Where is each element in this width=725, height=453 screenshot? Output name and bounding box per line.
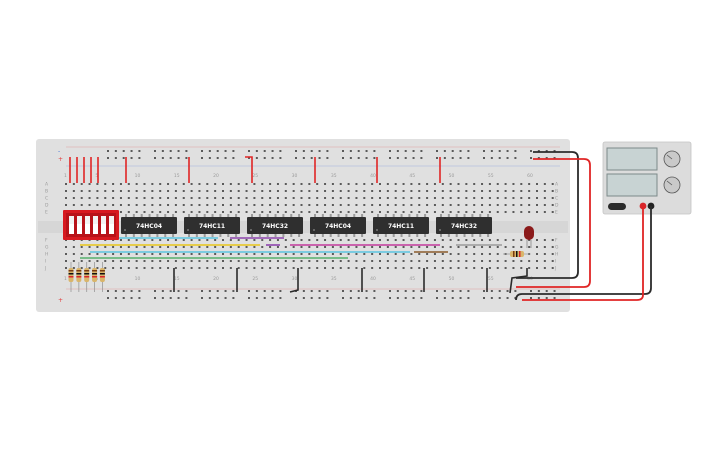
rail-minus-sign-top: - — [58, 148, 60, 155]
power-wires[interactable] — [515, 151, 652, 301]
column-number: 40 — [370, 276, 376, 282]
column-number: 1 — [64, 276, 67, 282]
row-letter: C — [45, 196, 48, 202]
resistor-led[interactable] — [503, 251, 530, 257]
column-number: 35 — [331, 173, 337, 179]
column-number: 20 — [213, 276, 219, 282]
column-number: 15 — [174, 276, 180, 282]
column-number: 10 — [135, 173, 141, 179]
column-number: 55 — [488, 276, 494, 282]
row-letter: G — [555, 245, 559, 251]
resistor[interactable] — [68, 262, 74, 292]
ic-chip[interactable]: 74HC32 — [436, 214, 492, 237]
column-number: 15 — [174, 173, 180, 179]
column-number: 25 — [252, 276, 258, 282]
breadboard-holes[interactable] — [65, 150, 556, 299]
power-switch[interactable] — [608, 203, 626, 210]
chip-label: 74HC32 — [451, 223, 477, 230]
row-letter: H — [45, 252, 48, 258]
ic-chip[interactable]: 74HC04 — [121, 214, 177, 237]
rail-plus-sign-bottom: + — [58, 297, 63, 304]
ic-chip[interactable]: 74HC11 — [373, 214, 429, 237]
row-letter: J — [554, 266, 556, 272]
chip-label: 74HC04 — [325, 223, 351, 230]
top-power-jumpers[interactable] — [69, 156, 441, 183]
chip-label: 74HC04 — [136, 223, 162, 230]
column-number: 20 — [213, 173, 219, 179]
dip-toggle[interactable] — [77, 216, 82, 234]
power-supply[interactable] — [602, 141, 692, 215]
row-letter: E — [555, 210, 558, 216]
chip-label: 74HC11 — [388, 223, 414, 230]
row-letter: I — [555, 259, 556, 265]
column-number: 30 — [292, 276, 298, 282]
row-letter: H — [555, 252, 558, 258]
column-number: 25 — [252, 173, 258, 179]
column-number: 5 — [95, 173, 98, 179]
column-number: 55 — [488, 173, 494, 179]
resistor[interactable] — [84, 262, 90, 292]
ic-chip[interactable]: 74HC32 — [247, 214, 303, 237]
resistor[interactable] — [76, 262, 82, 292]
resistor[interactable] — [99, 262, 105, 292]
row-letter: B — [45, 189, 48, 195]
column-number: 60 — [527, 173, 533, 179]
dip-toggle[interactable] — [101, 216, 106, 234]
pulldown-resistors[interactable] — [68, 262, 105, 292]
column-number: 10 — [135, 276, 141, 282]
row-letter: E — [45, 210, 48, 216]
column-number: 50 — [449, 276, 455, 282]
row-letter: B — [555, 189, 558, 195]
row-letter: J — [44, 266, 46, 272]
row-letter: A — [555, 182, 559, 188]
voltage-display — [606, 147, 658, 171]
row-letter: F — [555, 238, 558, 244]
signal-jumpers[interactable] — [80, 237, 502, 259]
current-display — [606, 173, 658, 197]
dip-switch[interactable] — [63, 210, 119, 240]
ic-chip[interactable]: 74HC11 — [184, 214, 240, 237]
dip-toggle[interactable] — [109, 216, 114, 234]
column-number: 30 — [292, 173, 298, 179]
dip-toggle[interactable] — [93, 216, 98, 234]
column-number: 1 — [64, 173, 67, 179]
column-number: 45 — [409, 276, 415, 282]
column-number: 35 — [331, 276, 337, 282]
led[interactable] — [524, 226, 534, 248]
chip-label: 74HC32 — [262, 223, 288, 230]
row-letter: A — [45, 182, 49, 188]
resistor[interactable] — [92, 262, 98, 292]
row-letter: D — [555, 203, 559, 209]
row-letter: I — [45, 259, 46, 265]
dip-toggle[interactable] — [69, 216, 74, 234]
rail-plus-sign-top: + — [58, 156, 63, 163]
dip-toggle[interactable] — [85, 216, 90, 234]
chip-label: 74HC11 — [199, 223, 225, 230]
column-number: 40 — [370, 173, 376, 179]
column-number: 60 — [527, 276, 533, 282]
column-number: 50 — [449, 173, 455, 179]
ic-chips[interactable]: 74HC04 74HC11 74HC32 74HC04 74HC11 74HC32 — [121, 214, 492, 237]
bottom-ground-jumpers[interactable] — [173, 268, 528, 294]
row-letter: D — [45, 203, 49, 209]
row-letter: C — [555, 196, 558, 202]
row-letter: G — [45, 245, 49, 251]
ic-chip[interactable]: 74HC04 — [310, 214, 366, 237]
column-number: 45 — [409, 173, 415, 179]
row-letter: F — [45, 238, 48, 244]
